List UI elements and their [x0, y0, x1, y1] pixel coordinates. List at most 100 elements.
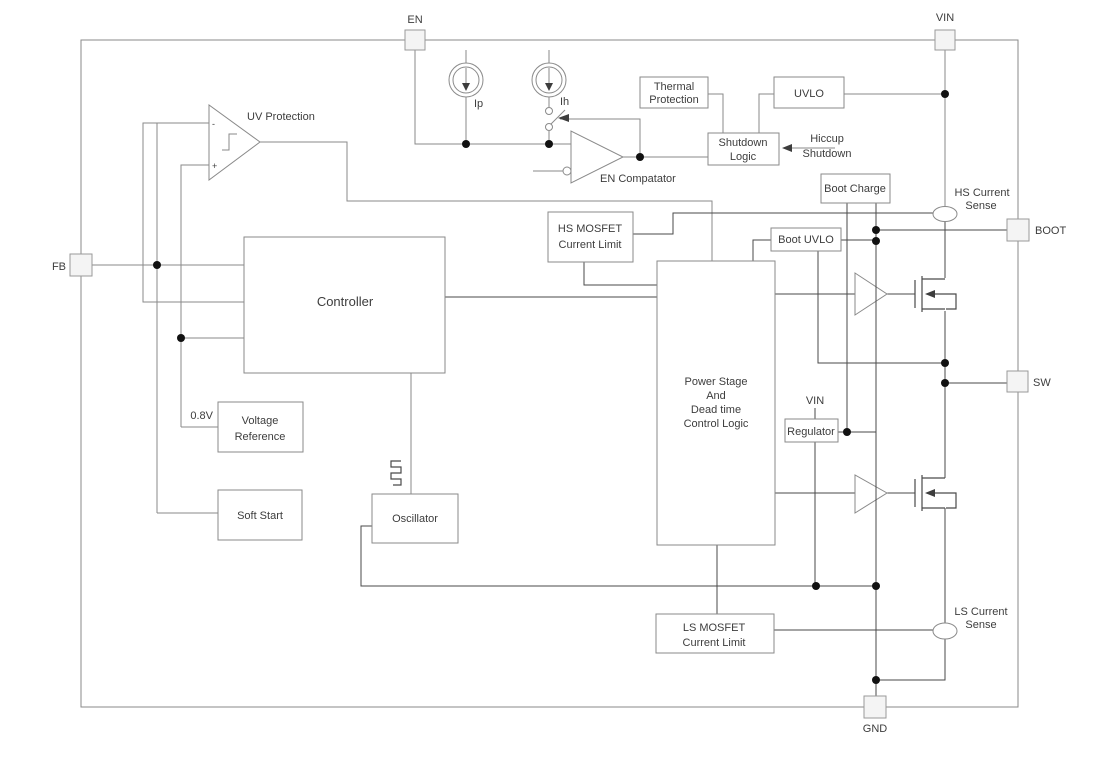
ls-mosfet-body-line [933, 492, 957, 509]
wire-uv-plus-vertical [180, 164, 209, 427]
ls-current-sense-label-2: Sense [965, 619, 996, 631]
hs-mosfet-current-limit-box [547, 211, 634, 263]
fb-pin-square [69, 253, 93, 277]
ls-mosfet-body-arrow [925, 489, 935, 497]
shutdown-logic-label-1: Shutdown [719, 137, 768, 149]
switch-lever [550, 109, 566, 125]
vin-pin-square [934, 29, 956, 51]
block-boot-charge: Boot Charge [820, 173, 891, 204]
pin-sw: SW [1006, 370, 1051, 393]
boot-charge-box [820, 173, 891, 204]
block-soft-start: Soft Start [217, 489, 303, 541]
thermal-protection-label-2: Protection [649, 94, 699, 106]
hs-mosfet-icon [914, 276, 957, 312]
block-voltage-reference: 0.8V Voltage Reference [190, 401, 304, 453]
wire-oscillator-ground-rail [360, 525, 876, 587]
current-source-ih-icon [531, 62, 567, 98]
pin-en: EN [404, 14, 426, 51]
current-source-ip-icon [448, 62, 484, 98]
thermal-protection-label-1: Thermal [654, 81, 694, 93]
junction-dot [872, 226, 880, 234]
ref-voltage-label: 0.8V [190, 410, 213, 422]
pin-gnd: GND [863, 695, 887, 735]
block-hs-mosfet-current-limit: HS MOSFET Current Limit [547, 211, 634, 263]
shutdown-logic-box [707, 132, 780, 166]
en-comparator-triangle [570, 130, 625, 184]
hs-current-sense-symbol: HS Current Sense [932, 187, 1010, 222]
ls-current-sense-icon [932, 622, 958, 640]
hs-current-sense-icon [932, 206, 958, 222]
oscillator-box [371, 493, 459, 544]
shutdown-logic-label-2: Logic [730, 151, 757, 163]
wire-uvlo-to-shutdown [758, 93, 774, 133]
hs-mosfet-current-limit-label-1: HS MOSFET [558, 223, 622, 235]
junction-dot [545, 140, 553, 148]
ip-inner-circle [452, 66, 480, 94]
wire-thermal-to-shutdown [708, 93, 724, 133]
block-regulator: VIN Regulator [784, 395, 839, 443]
power-stage-label-4: Control Logic [684, 418, 749, 430]
hs-gate-driver-symbol [854, 272, 888, 316]
soft-start-label: Soft Start [237, 510, 283, 522]
hiccup-arrow-head [782, 144, 792, 152]
uvlo-label: UVLO [794, 88, 824, 100]
wire-uv-minus-to-controller [142, 122, 244, 303]
en-comparator-symbol [562, 130, 625, 184]
vin-pin-label: VIN [936, 12, 954, 24]
power-stage-label-2: And [706, 390, 726, 402]
hs-mosfet-body-arrow [925, 290, 935, 298]
junction-dots [153, 90, 949, 684]
switch-top-contact [545, 107, 553, 115]
ih-label: Ih [560, 96, 569, 108]
ls-mosfet-current-limit-label-1: LS MOSFET [683, 622, 746, 634]
wire-hysteresis-feedback [560, 118, 641, 157]
wires-dark [360, 203, 1007, 696]
ls-current-sense-symbol: LS Current Sense [932, 606, 1008, 640]
boot-pin-label: BOOT [1035, 225, 1066, 237]
voltage-reference-label-1: Voltage [242, 415, 279, 427]
controller-label: Controller [317, 294, 374, 309]
wire-boot-uvlo-left [752, 239, 771, 261]
hiccup-shutdown-annotation: Hiccup Shutdown [803, 133, 852, 160]
sw-pin-square [1006, 370, 1029, 393]
uv-protection-triangle [208, 104, 261, 181]
hiccup-label-1: Hiccup [810, 133, 844, 145]
wires-gray [92, 50, 946, 514]
ih-inner-circle [535, 66, 563, 94]
ls-mosfet-current-limit-box [655, 613, 775, 654]
wire-uv-output-to-power-stage [260, 141, 713, 261]
junction-dot [872, 237, 880, 245]
pin-vin: VIN [934, 12, 956, 51]
boot-uvlo-label: Boot UVLO [778, 234, 834, 246]
wire-ls-sense-to-gnd [876, 639, 946, 681]
junction-dot [843, 428, 851, 436]
uv-plus-label: + [212, 161, 217, 171]
wire-hs-limit-to-power-stage [583, 262, 657, 286]
soft-start-box [217, 489, 303, 541]
fb-pin-label: FB [52, 261, 66, 273]
junction-dot [153, 261, 161, 269]
thermal-protection-box [639, 76, 709, 109]
ls-gate-driver-symbol [854, 474, 888, 514]
feedback-arrow-head [558, 114, 569, 122]
oscillator-label: Oscillator [392, 513, 438, 525]
hysteresis-icon [222, 133, 237, 151]
uv-protection-symbol: - + [208, 104, 261, 181]
boot-pin-square [1006, 218, 1030, 242]
power-stage-label-1: Power Stage [685, 376, 748, 388]
ih-arrow-head [545, 83, 553, 91]
hs-current-sense-label-2: Sense [965, 200, 996, 212]
uvlo-box [773, 76, 845, 109]
junction-dot [941, 379, 949, 387]
block-power-stage: Power Stage And Dead time Control Logic [656, 260, 776, 546]
block-uvlo: UVLO [773, 76, 845, 109]
junction-dot [872, 676, 880, 684]
uv-protection-label: UV Protection [247, 111, 315, 123]
voltage-reference-box [217, 401, 304, 453]
sw-pin-label: SW [1033, 377, 1051, 389]
en-comparator-label: EN Compatator [600, 173, 676, 185]
junction-dot [812, 582, 820, 590]
pin-boot: BOOT [1006, 218, 1066, 242]
